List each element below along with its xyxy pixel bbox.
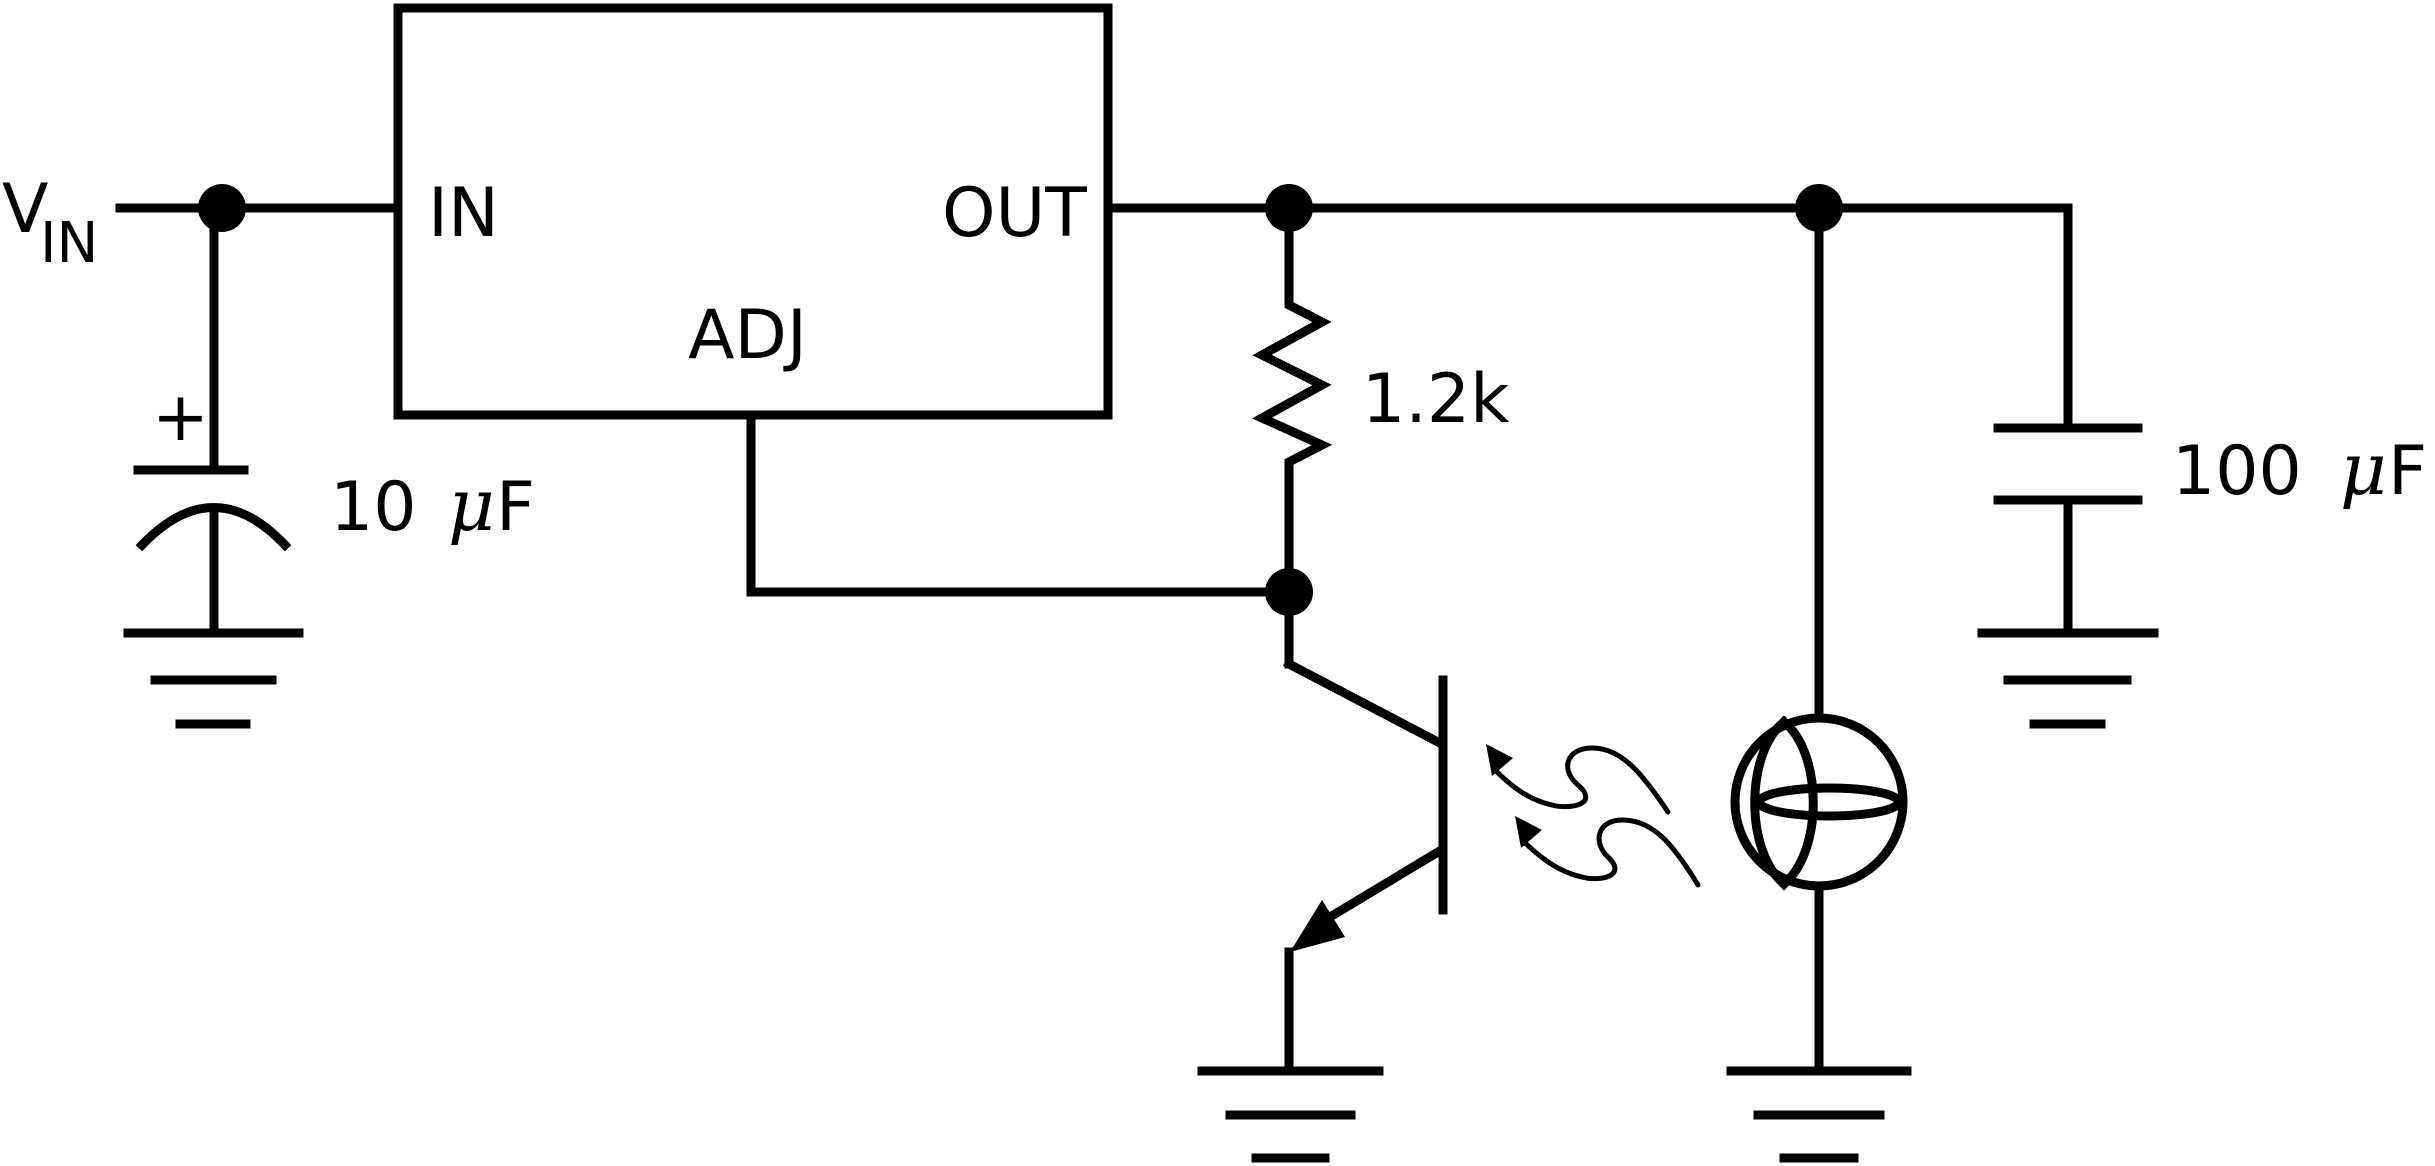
input-cap-polarity: + [152, 378, 209, 457]
resistor [1251, 203, 1333, 595]
ground-icon [1726, 1066, 1912, 1163]
light-arrow-icon [1486, 744, 1701, 888]
input-cap-unit-f: F [496, 468, 535, 547]
vin-wire [115, 184, 403, 232]
vin-label: V [2, 170, 49, 249]
output-cap-value: 100 [2172, 432, 2302, 511]
junction-vin [198, 184, 246, 232]
current-source [1730, 203, 1908, 1071]
pin-adj-label: ADJ [688, 296, 807, 375]
output-wire [1103, 184, 2073, 430]
pin-in-label: IN [428, 174, 499, 253]
output-cap-unit-f: F [2388, 432, 2427, 511]
emitter-arrow-icon [1290, 900, 1345, 952]
pin-out-label: OUT [942, 174, 1087, 253]
input-capacitor [133, 203, 292, 633]
ground-icon [1197, 1066, 1384, 1163]
input-cap-unit-mu: μ [448, 463, 495, 547]
resistor-value-label: 1.2k [1362, 360, 1510, 439]
ground-icon [123, 628, 304, 729]
adj-wire [746, 410, 1313, 616]
output-cap-unit-mu: μ [2340, 427, 2387, 511]
vin-subscript: IN [40, 211, 98, 276]
input-cap-value: 10 [330, 468, 417, 547]
ground-icon [1977, 628, 2159, 729]
phototransistor [1282, 587, 1448, 1071]
output-capacitor [1993, 423, 2143, 633]
